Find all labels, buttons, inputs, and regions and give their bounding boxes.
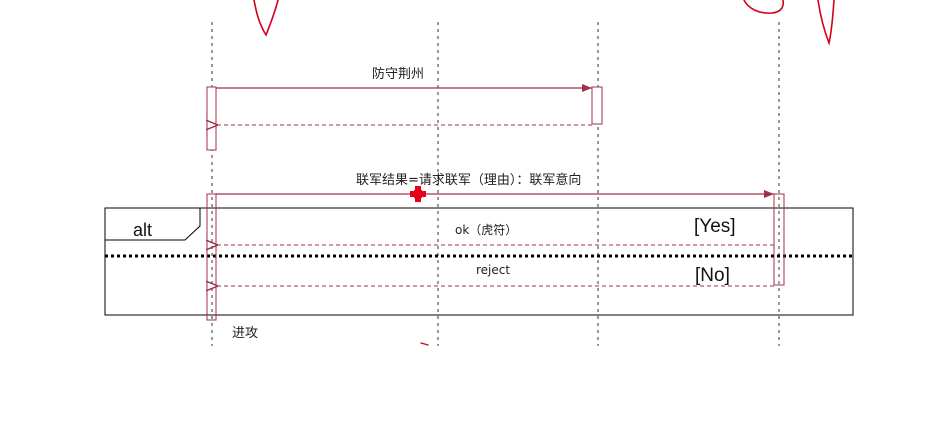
return-ok-label: ok（虎符） <box>455 222 517 237</box>
activation-lifeline-4-b <box>773 193 785 286</box>
red-pen-scribble-icon <box>253 0 835 346</box>
message-5-label: 进攻 <box>232 326 258 341</box>
guard-yes: [Yes] <box>694 216 736 237</box>
message-2-label: 联军结果=请求联军（理由）：联军意向 <box>356 172 581 188</box>
return-reject-label: reject <box>476 263 510 277</box>
activation-lifeline-1-b <box>206 193 217 321</box>
alt-frame-box <box>104 207 854 316</box>
message-2: 联军结果=请求联军（理由）：联军意向 <box>216 172 774 198</box>
return-ok: ok（虎符） <box>218 222 774 245</box>
scribble-right-loop <box>743 0 785 14</box>
return-reject: reject <box>218 263 774 286</box>
alt-frame: alt [Yes] [No] <box>104 207 854 316</box>
lifelines <box>211 22 780 346</box>
alt-frame-operator-tab <box>105 208 201 241</box>
cursor-center <box>414 190 422 198</box>
alt-frame-operator: alt <box>133 220 152 240</box>
activation-lifeline-3-a <box>591 86 603 125</box>
scribble-bottom-tick <box>420 342 429 346</box>
message-1: 防守荆州 <box>216 66 592 92</box>
guard-no: [No] <box>695 265 730 286</box>
activation-lifeline-1-a <box>206 86 217 151</box>
red-plus-cursor-icon <box>410 186 426 202</box>
message-1-label: 防守荆州 <box>372 66 424 82</box>
activations-first <box>206 86 603 151</box>
activations-second <box>206 193 785 321</box>
scribble-right-spike <box>817 0 835 46</box>
scribble-left <box>253 0 279 37</box>
